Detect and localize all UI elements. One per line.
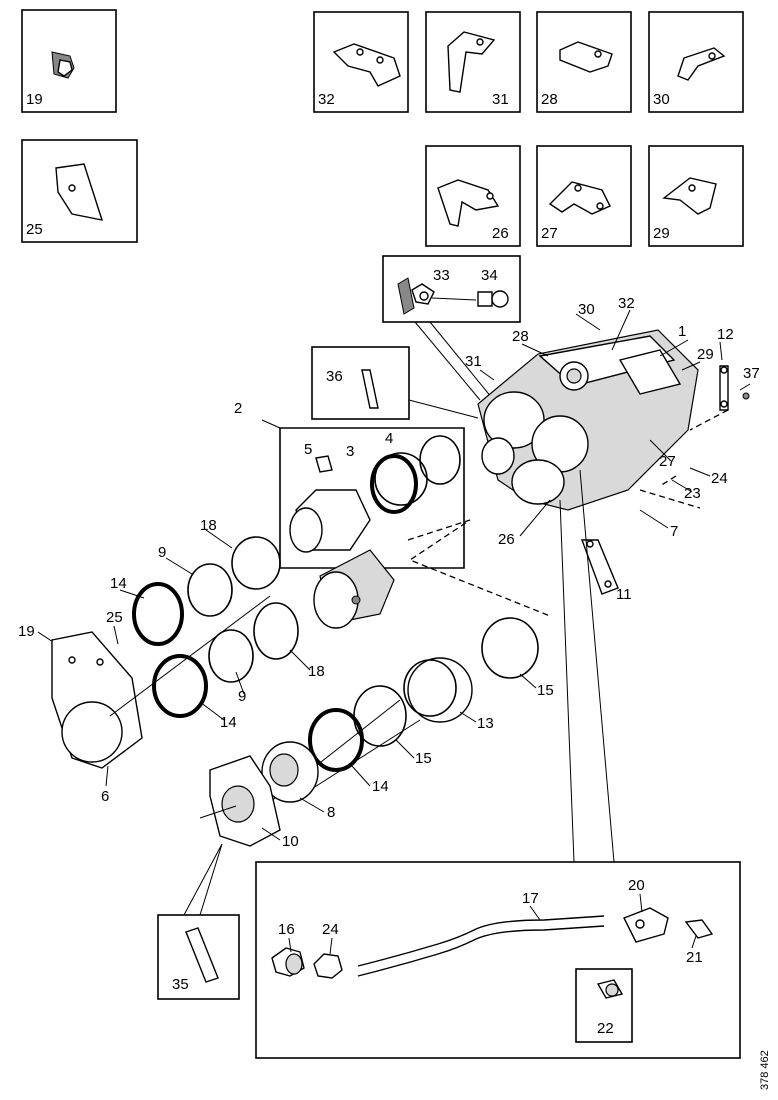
callout-32: 32 bbox=[618, 295, 635, 312]
callout-13: 13 bbox=[477, 715, 494, 732]
callout-18-b: 18 bbox=[308, 663, 325, 680]
callout-19: 19 bbox=[18, 623, 35, 640]
callout-7: 7 bbox=[670, 523, 678, 540]
callout-9-a: 9 bbox=[158, 544, 166, 561]
callout-26: 26 bbox=[498, 531, 515, 548]
callout-31: 31 bbox=[465, 353, 482, 370]
callout-30-inset: 30 bbox=[653, 91, 670, 108]
sleeve-13 bbox=[403, 657, 473, 723]
inset-28: 28 bbox=[536, 11, 632, 113]
callout-4: 4 bbox=[385, 430, 393, 447]
callout-35: 35 bbox=[172, 976, 189, 993]
ring-9-b bbox=[208, 629, 254, 683]
callout-25: 25 bbox=[106, 609, 123, 626]
inset-32: 32 bbox=[313, 11, 409, 113]
inset-29: 29 bbox=[648, 145, 744, 247]
ring-18-b bbox=[253, 602, 299, 660]
inset-31: 31 bbox=[425, 11, 521, 113]
callout-28: 28 bbox=[512, 328, 529, 345]
catalyst-body bbox=[313, 549, 395, 629]
callout-20: 20 bbox=[628, 877, 645, 894]
inset-30: 30 bbox=[648, 11, 744, 113]
callout-10: 10 bbox=[282, 833, 299, 850]
callout-16: 16 bbox=[278, 921, 295, 938]
subassembly-2 bbox=[279, 427, 465, 569]
callout-22: 22 bbox=[597, 1020, 614, 1037]
inset-sensor-pipe: 16 24 17 20 21 22 bbox=[255, 861, 741, 1059]
reference-code: 378 462 bbox=[759, 1050, 771, 1090]
part-11 bbox=[580, 539, 619, 595]
callout-28-inset: 28 bbox=[541, 91, 558, 108]
callout-23: 23 bbox=[684, 485, 701, 502]
ring-14-b bbox=[152, 654, 208, 718]
callout-32-inset: 32 bbox=[318, 91, 335, 108]
callout-34: 34 bbox=[481, 267, 498, 284]
callout-1: 1 bbox=[678, 323, 686, 340]
callout-15-a: 15 bbox=[537, 682, 554, 699]
callout-24-bottom: 24 bbox=[322, 921, 339, 938]
ring-15-a bbox=[481, 617, 539, 679]
callout-6: 6 bbox=[101, 788, 109, 805]
inset-35: 35 bbox=[157, 914, 240, 1000]
housing-assembly bbox=[477, 329, 699, 511]
dash-housing bbox=[639, 409, 729, 509]
inset-27: 27 bbox=[536, 145, 632, 247]
inset-36: 36 bbox=[311, 346, 410, 420]
ring-9-a bbox=[187, 563, 233, 617]
callout-21: 21 bbox=[686, 949, 703, 966]
callout-30: 30 bbox=[578, 301, 595, 318]
callout-18-a: 18 bbox=[200, 517, 217, 534]
flange-8 bbox=[261, 741, 319, 803]
inset-33-34: 33 34 bbox=[382, 255, 521, 323]
heat-shield-6 bbox=[51, 631, 143, 769]
callout-15-b: 15 bbox=[415, 750, 432, 767]
callout-9-b: 9 bbox=[238, 688, 246, 705]
callout-29: 29 bbox=[697, 346, 714, 363]
callout-14-c: 14 bbox=[372, 778, 389, 795]
gasket-10 bbox=[209, 755, 281, 847]
callout-27: 27 bbox=[659, 453, 676, 470]
inset-25: 25 bbox=[21, 139, 138, 243]
callout-25-inset: 25 bbox=[26, 221, 43, 238]
callout-5: 5 bbox=[304, 441, 312, 458]
callout-31-inset: 31 bbox=[492, 91, 509, 108]
ring-18-a bbox=[231, 536, 281, 590]
dash-sub bbox=[407, 519, 551, 617]
callout-14-a: 14 bbox=[110, 575, 127, 592]
leader-inset-36 bbox=[408, 399, 479, 419]
leader-inset-33 bbox=[414, 321, 481, 401]
callout-26-inset: 26 bbox=[492, 225, 509, 242]
ring-14-c bbox=[308, 708, 364, 772]
callout-17: 17 bbox=[522, 890, 539, 907]
callout-27-inset: 27 bbox=[541, 225, 558, 242]
inset-26: 26 bbox=[425, 145, 521, 247]
callout-8: 8 bbox=[327, 804, 335, 821]
ring-14-a bbox=[132, 582, 184, 646]
callout-11: 11 bbox=[616, 586, 632, 603]
callout-24-main: 24 bbox=[711, 470, 728, 487]
inset-19: 19 bbox=[21, 9, 117, 113]
callout-12: 12 bbox=[717, 326, 734, 343]
callout-2: 2 bbox=[234, 400, 242, 417]
callout-36: 36 bbox=[326, 368, 343, 385]
callout-14-b: 14 bbox=[220, 714, 237, 731]
callout-3: 3 bbox=[346, 443, 354, 460]
callout-37: 37 bbox=[743, 365, 760, 382]
callout-29-inset: 29 bbox=[653, 225, 670, 242]
callout-19-inset: 19 bbox=[26, 91, 43, 108]
callout-33: 33 bbox=[433, 267, 450, 284]
leader-inset-33-b bbox=[429, 321, 493, 399]
